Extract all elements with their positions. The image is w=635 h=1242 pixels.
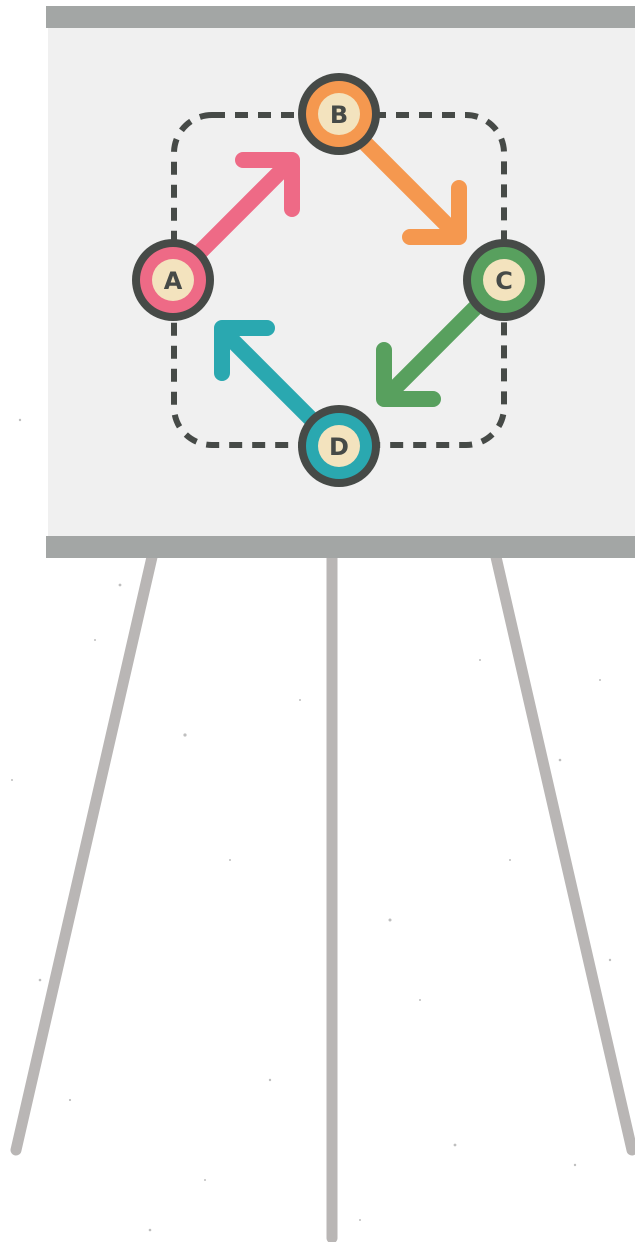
node-b: B: [298, 73, 380, 155]
node-a: A: [132, 239, 214, 321]
board-bottom-rail: [46, 536, 635, 558]
node-d: D: [298, 405, 380, 487]
easel-leg-left: [16, 557, 152, 1150]
node-b-label: B: [330, 101, 348, 129]
easel-legs: [16, 557, 632, 1238]
easel-leg-right: [496, 557, 632, 1150]
board-top-rail: [46, 6, 635, 28]
node-c-label: C: [495, 267, 513, 295]
node-c: C: [463, 239, 545, 321]
node-d-label: D: [329, 433, 349, 461]
node-a-label: A: [164, 267, 183, 295]
